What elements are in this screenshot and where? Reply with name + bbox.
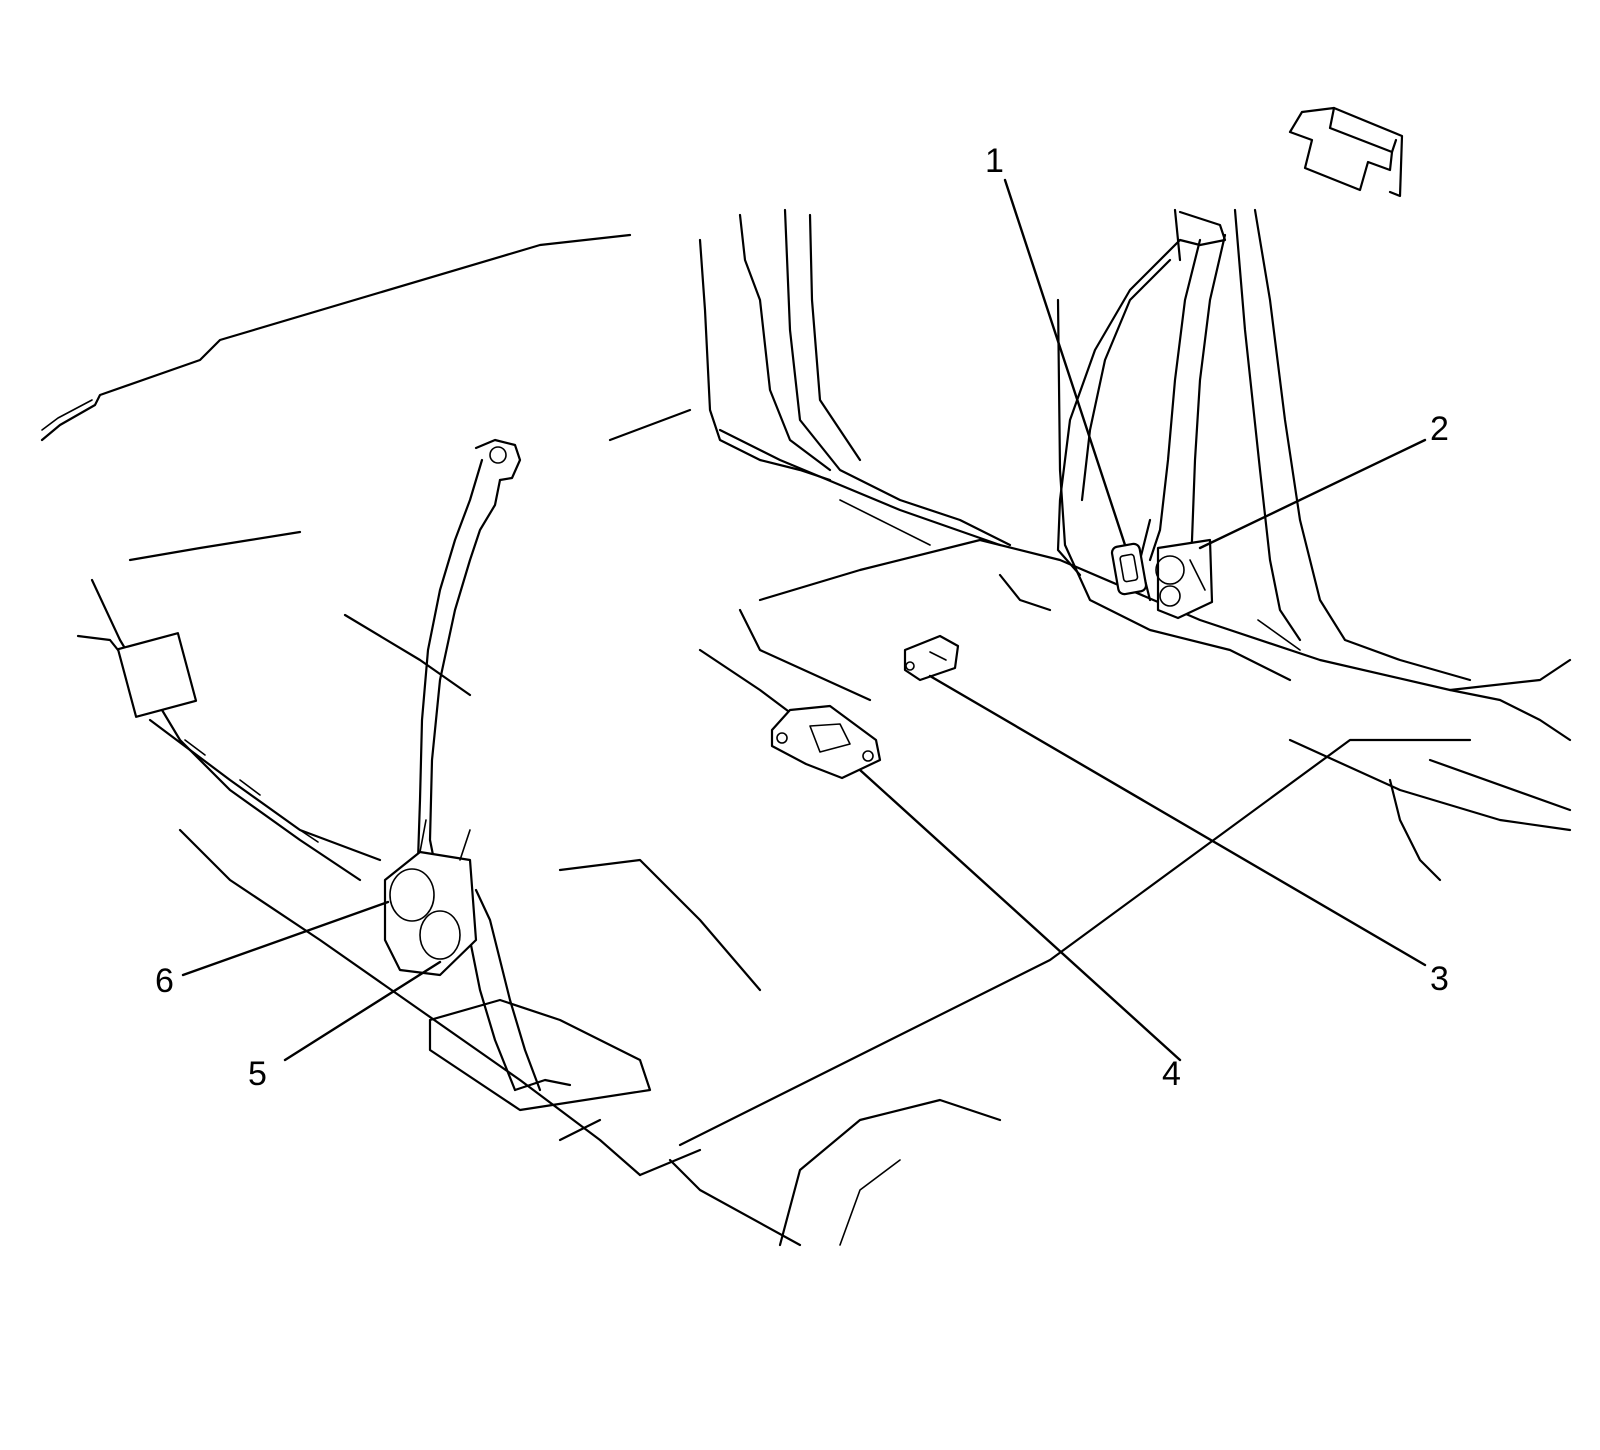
- leader-line-2: [1198, 438, 1427, 550]
- callout-3: 3: [1430, 960, 1449, 998]
- leader-line-1: [1003, 178, 1127, 547]
- leader-line-4: [858, 768, 1182, 1062]
- leader-line-3: [928, 674, 1427, 967]
- center-pillar-outline: [698, 208, 1012, 547]
- callout-5: 5: [248, 1055, 267, 1093]
- left-cross-member: [116, 632, 382, 862]
- leader-line-5: [283, 960, 442, 1062]
- forward-arrow-icon: [1288, 106, 1404, 198]
- right-pillar-outline: [1056, 208, 1472, 682]
- right-belt-retractor: [1155, 538, 1214, 620]
- right-seat-belt-webbing: [1056, 210, 1227, 602]
- sensing-diagnostic-module: [770, 704, 882, 780]
- floor-sensor-module: [903, 634, 960, 682]
- left-seat-belt-webbing: [416, 438, 572, 1092]
- callout-1: 1: [985, 142, 1004, 180]
- callout-6: 6: [155, 962, 174, 1000]
- leader-line-6: [181, 900, 390, 977]
- leader-lines: [181, 178, 1427, 1062]
- callout-2: 2: [1430, 410, 1449, 448]
- callout-4: 4: [1162, 1055, 1181, 1093]
- left-belt-retractor: [383, 819, 478, 977]
